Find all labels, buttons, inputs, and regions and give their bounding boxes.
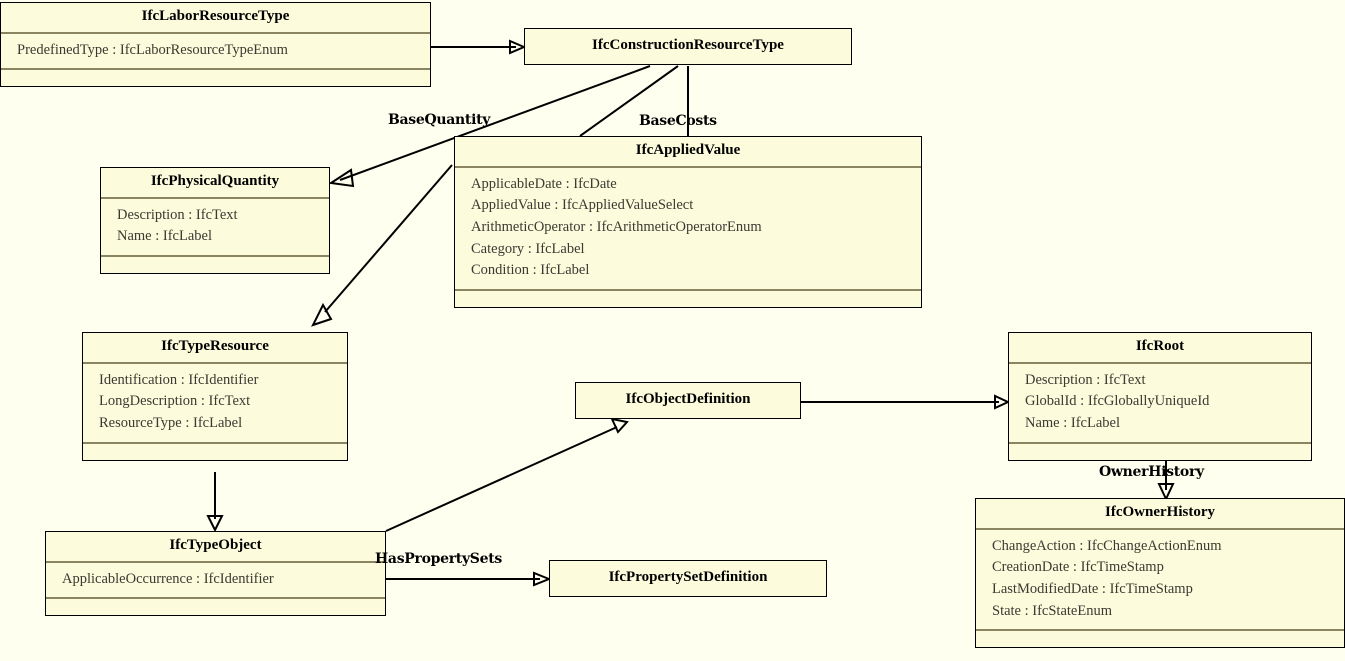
class-title: IfcTypeObject [169,537,262,553]
section-divider [1009,361,1311,364]
section-divider [976,629,1344,632]
class-title: IfcLaborResourceType [141,8,290,24]
attribute-row: Name : IfcLabel [1025,414,1121,431]
class-title: IfcRoot [1135,338,1185,354]
class-operations [1009,444,1311,460]
arrowhead-typeobject-to-objectdefinition [610,417,629,434]
section-divider [1,31,430,34]
attribute-row: ApplicableOccurrence : IfcIdentifier [62,570,274,587]
class-title: IfcTypeResource [161,338,269,354]
class-attributes: Identification : IfcIdentifier LongDescr… [83,364,347,442]
edge-label-base-quantity: BaseQuantity [388,112,491,128]
class-attributes: ApplicableDate : IfcDate AppliedValue : … [455,168,921,289]
arrowhead-owner-history [1157,483,1175,502]
class-operations [455,291,921,307]
class-operations [1,70,430,86]
attribute-row: ResourceType : IfcLabel [99,414,243,431]
class-box-ifcroot[interactable]: IfcRoot Description : IfcText GlobalId :… [1008,332,1312,461]
class-attributes: Description : IfcText Name : IfcLabel [101,199,329,255]
attribute-row: Identification : IfcIdentifier [99,371,259,388]
class-operations [46,599,385,615]
class-box-ifctypeobject[interactable]: IfcTypeObject ApplicableOccurrence : Ifc… [45,531,386,617]
attribute-row: CreationDate : IfcTimeStamp [992,559,1164,576]
class-title: IfcOwnerHistory [1105,504,1215,520]
attribute-row: Name : IfcLabel [117,228,213,245]
class-attributes: ChangeAction : IfcChangeActionEnum Creat… [976,530,1344,629]
class-attributes: PredefinedType : IfcLaborResourceTypeEnu… [1,34,430,69]
section-divider [101,196,329,199]
attribute-row: Description : IfcText [117,206,238,223]
arrowhead-labor-to-construction [509,39,527,55]
attribute-row: Category : IfcLabel [471,240,585,257]
section-divider [101,254,329,257]
section-divider [83,361,347,364]
attribute-row: State : IfcStateEnum [992,602,1112,619]
class-box-ifcappliedvalue[interactable]: IfcAppliedValue ApplicableDate : IfcDate… [454,136,922,308]
attribute-row: ApplicableDate : IfcDate [471,175,617,192]
class-box-ifclaborresourcetype[interactable]: IfcLaborResourceType PredefinedType : If… [0,2,431,88]
arrowhead-objectdefinition-to-root [994,394,1011,410]
arrowhead-typeresource-to-typeobject [206,515,224,533]
class-attributes: ApplicableOccurrence : IfcIdentifier [46,563,385,598]
attribute-row: Description : IfcText [1025,371,1146,388]
class-box-ifcconstructionresourcetype[interactable]: IfcConstructionResourceType [524,28,852,65]
class-title: IfcPropertySetDefinition [608,569,768,585]
arrowhead-construction-to-typeresource [311,302,333,327]
edge-construction-to-typeresource [324,164,453,313]
section-divider [455,165,921,168]
class-attributes: Description : IfcText GlobalId : IfcGlob… [1009,364,1311,442]
attribute-row: ChangeAction : IfcChangeActionEnum [992,537,1222,554]
attribute-row: PredefinedType : IfcLaborResourceTypeEnu… [17,41,288,58]
attribute-row: Condition : IfcLabel [471,262,590,279]
class-operations [101,257,329,273]
class-box-ifcphysicalquantity[interactable]: IfcPhysicalQuantity Description : IfcTex… [100,167,330,274]
class-box-ifcobjectdefinition[interactable]: IfcObjectDefinition [575,382,801,419]
attribute-row: AppliedValue : IfcAppliedValueSelect [471,197,694,214]
edge-label-has-property-sets: HasPropertySets [375,551,502,567]
class-operations [976,631,1344,647]
attribute-row: ArithmeticOperator : IfcArithmeticOperat… [471,218,762,235]
section-divider [46,597,385,600]
arrowhead-base-quantity [328,168,355,188]
attribute-row: GlobalId : IfcGloballyUniqueId [1025,393,1210,410]
edge-label-base-costs: BaseCosts [639,113,717,129]
section-divider [83,441,347,444]
class-title: IfcObjectDefinition [625,391,751,407]
edge-label-owner-history: OwnerHistory [1099,464,1204,480]
edge-typeobject-to-objectdefinition [385,426,618,532]
section-divider [1009,441,1311,444]
class-title: IfcConstructionResourceType [592,37,784,53]
class-box-ifctyperesource[interactable]: IfcTypeResource Identification : IfcIden… [82,332,348,461]
attribute-row: LastModifiedDate : IfcTimeStamp [992,580,1193,597]
section-divider [1,68,430,71]
section-divider [455,288,921,291]
attribute-row: LongDescription : IfcText [99,393,251,410]
class-box-ifcpropertysetdefinition[interactable]: IfcPropertySetDefinition [549,560,827,597]
section-divider [976,527,1344,530]
class-title: IfcAppliedValue [635,142,741,158]
class-title: IfcPhysicalQuantity [150,173,280,189]
class-operations [83,444,347,460]
section-divider [46,560,385,563]
class-box-ifcownerhistory[interactable]: IfcOwnerHistory ChangeAction : IfcChange… [975,498,1345,649]
arrowhead-has-property-sets [533,571,552,587]
